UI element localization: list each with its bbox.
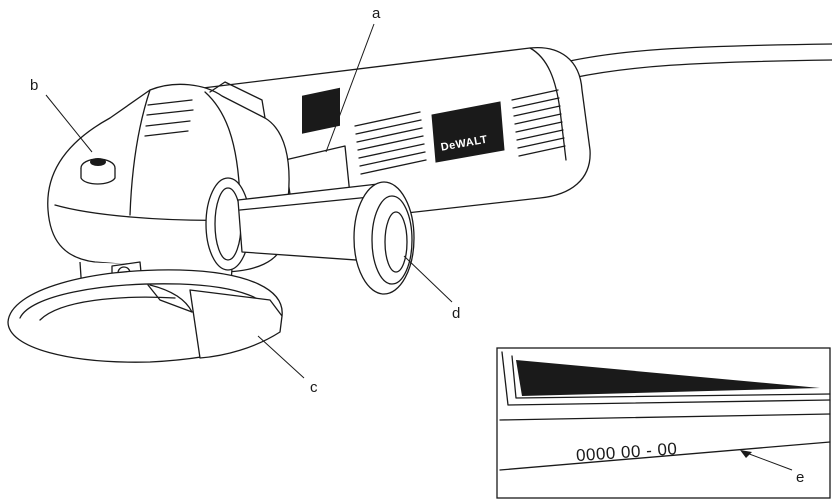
front-vent-slots xyxy=(354,111,427,175)
power-cord xyxy=(559,43,832,79)
callout-a: a xyxy=(372,5,381,22)
callout-e: e xyxy=(796,469,804,486)
callout-b: b xyxy=(30,77,38,94)
callout-c: c xyxy=(310,379,318,396)
date-code-inset: 0000 00 - 00 e xyxy=(496,347,831,499)
brand-badge: DeWALT xyxy=(431,101,505,163)
spindle-lock-button xyxy=(80,158,116,185)
leader-lines xyxy=(45,23,453,379)
side-handle xyxy=(205,177,415,295)
wheel-guard xyxy=(7,269,283,363)
callout-d: d xyxy=(452,305,460,322)
rear-vent-slots xyxy=(511,89,566,157)
